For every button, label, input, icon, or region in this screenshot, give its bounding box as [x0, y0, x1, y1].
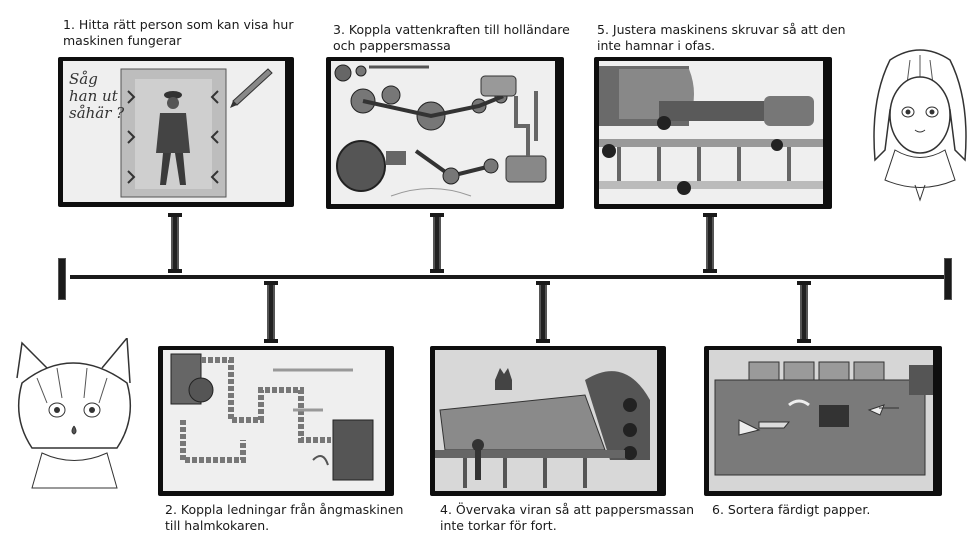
- connector-step-2: [264, 281, 278, 343]
- step-6-sketch: [709, 350, 933, 491]
- step-4-sketch: [435, 350, 657, 491]
- connector-step-5: [703, 213, 717, 273]
- timeline-line: [70, 275, 946, 279]
- connector-step-1: [168, 213, 182, 273]
- connector-step-4: [536, 281, 550, 343]
- step-5-sketch: [599, 66, 823, 195]
- step-1-sketch: [120, 68, 273, 198]
- step-3-sketch: [334, 64, 547, 197]
- connector-step-3: [430, 213, 444, 273]
- step-2-caption: 2. Koppla ledningar från ångmaskinen til…: [165, 502, 404, 533]
- step-1-sketch-text: Såg han ut såhär ?: [69, 70, 125, 122]
- girl-character-illustration: [873, 49, 967, 202]
- step-2-sketch: [170, 353, 374, 481]
- step-1-caption: 1. Hitta rätt person som kan visa hur ma…: [63, 17, 294, 48]
- step-6-caption: 6. Sortera färdigt papper.: [712, 502, 871, 517]
- fox-character-illustration: [16, 338, 132, 489]
- step-5-caption: 5. Justera maskinens skruvar så att den …: [597, 22, 846, 53]
- connector-step-6: [797, 281, 811, 343]
- step-2-panel: [158, 346, 394, 496]
- step-1-panel: Såg han ut såhär ?: [58, 57, 294, 207]
- step-5-panel: [594, 57, 832, 209]
- step-4-panel: [430, 346, 666, 496]
- step-3-caption: 3. Koppla vattenkraften till holländare …: [333, 22, 570, 53]
- step-4-caption: 4. Övervaka viran så att pappersmassan i…: [440, 502, 695, 533]
- step-3-panel: [326, 57, 564, 209]
- step-6-panel: [704, 346, 942, 496]
- timeline-end-cap: [944, 258, 952, 300]
- timeline-start-cap: [58, 258, 66, 300]
